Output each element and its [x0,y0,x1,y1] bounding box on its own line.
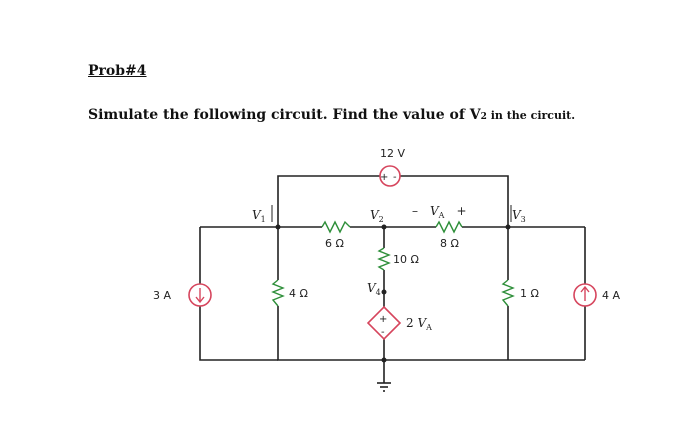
ground-symbol [377,382,391,392]
problem-heading: Prob#4 [88,63,147,79]
dep-minus-sign: - [381,327,385,338]
resistor-4-ohm [271,279,285,307]
resistor-10-ohm [377,247,391,271]
question-tail: in the circuit. [486,109,576,122]
node-v1-dot [275,224,281,230]
node-v4-dot [381,289,387,295]
question-main: Simulate the following circuit. Find the… [88,107,481,123]
question-subscript: 2 [480,112,487,122]
label-10-ohm: 10 Ω [393,253,419,266]
label-v4: V4 [367,281,381,297]
label-4-ohm: 4 Ω [289,287,308,300]
label-12v: 12 V [380,147,405,160]
label-va: –VA+ [412,204,467,220]
current-source-3a [188,283,212,307]
label-v1: V1 [252,208,266,224]
label-1-ohm: 1 Ω [520,287,539,300]
resistor-6-ohm [321,220,351,234]
source-minus-sign: - [393,172,397,183]
label-4a: 4 A [602,289,620,302]
label-dep-source: 2 VA [406,316,432,332]
label-6-ohm: 6 Ω [325,237,344,250]
voltage-source-12v: + - [379,165,401,187]
label-8-ohm: 8 Ω [440,237,459,250]
resistor-8-ohm [435,220,463,234]
node-v2-dot [381,224,387,230]
problem-question: Simulate the following circuit. Find the… [88,107,575,123]
resistor-1-ohm [501,279,515,307]
node-v3-dot [505,224,511,230]
label-3a: 3 A [153,289,171,302]
node-bottom-dot [381,357,387,363]
dep-plus-sign: + [379,314,387,325]
source-plus-sign: + [380,172,388,183]
current-source-4a [573,283,597,307]
dependent-voltage-source: + - [366,305,402,341]
label-v2: V2 [370,208,384,224]
label-v3: V3 [512,208,526,224]
